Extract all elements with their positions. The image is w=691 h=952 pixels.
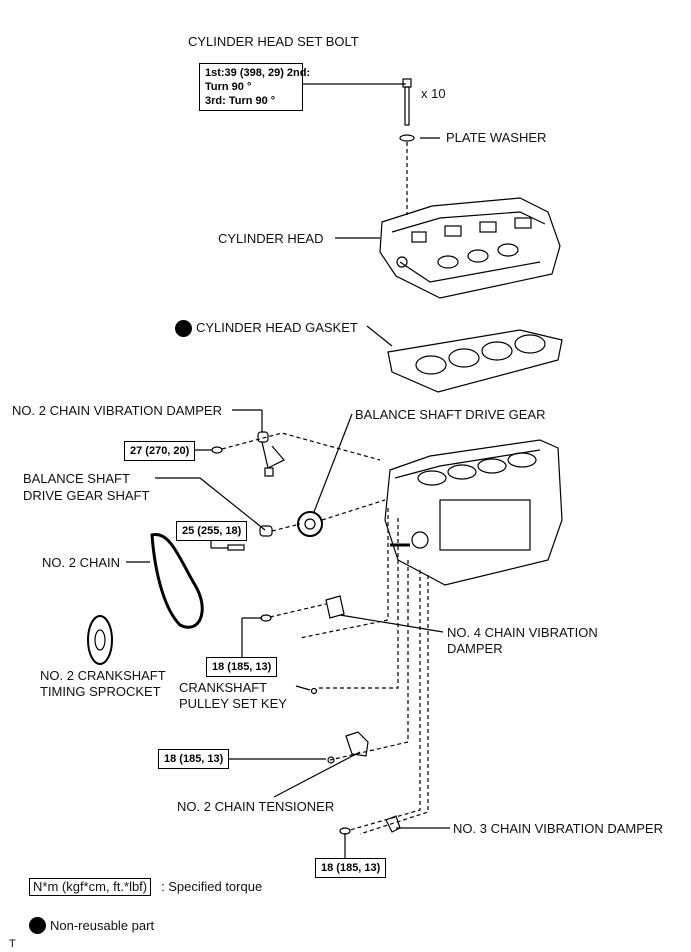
engine-block-part: [384, 439, 563, 586]
head-bolt-torque-line3: 3rd: Turn 90 °: [205, 95, 276, 107]
label-sprocket-line1: NO. 2 CRANKSHAFT: [40, 668, 166, 683]
label-plate-washer: PLATE WASHER: [446, 130, 547, 145]
tensioner-bolt: [327, 756, 335, 764]
legend-torque-unit: N*m (kgf*cm, ft.*lbf): [29, 878, 152, 896]
label-sprocket-line2: TIMING SPROCKET: [40, 684, 161, 699]
label-no4-damper-line2: DAMPER: [447, 641, 503, 656]
cylinder-head-part: [379, 197, 561, 299]
legend-torque-desc: : Specified torque: [161, 879, 263, 894]
legend-nonreusable-icon: [29, 917, 46, 934]
gear-shaft-bolt: [227, 544, 245, 551]
label-no4-damper-line1: NO. 4 CHAIN VIBRATION: [447, 625, 598, 640]
head-bolt-torque-line1: 1st:39 (398, 29) 2nd:: [205, 67, 311, 79]
label-no3-chain-vibration-damper: NO. 3 CHAIN VIBRATION DAMPER: [453, 821, 663, 836]
no4-damper-bolt: [260, 614, 272, 622]
label-cylinder-head: CYLINDER HEAD: [218, 231, 324, 246]
head-bolt-torque-box: 1st:39 (398, 29) 2nd: Turn 90 ° 3rd: Tur…: [199, 63, 311, 111]
label-gear-shaft-line2: DRIVE GEAR SHAFT: [23, 488, 150, 503]
label-no2-chain-tensioner: NO. 2 CHAIN TENSIONER: [177, 799, 335, 814]
no3-damper-torque: 18 (185, 13): [315, 858, 387, 878]
no3-chain-vibration-damper-part: [385, 815, 401, 833]
diagram-title: CYLINDER HEAD SET BOLT: [188, 34, 359, 49]
no4-chain-vibration-damper-part: [325, 595, 345, 619]
crankshaft-pulley-set-key-part: [310, 687, 318, 695]
legend-nonreusable-text: Non-reusable part: [50, 918, 155, 933]
label-pulley-key-line2: PULLEY SET KEY: [179, 696, 287, 711]
label-cylinder-head-gasket: CYLINDER HEAD GASKET: [196, 320, 358, 335]
head-bolt-quantity: x 10: [421, 86, 446, 101]
no2-damper-bolt: [211, 446, 223, 454]
cylinder-head-gasket-part: [387, 329, 563, 393]
no3-damper-bolt: [339, 827, 351, 835]
no2-chain-tensioner-part: [345, 731, 369, 757]
cylinder-head-bolt-part: [402, 78, 412, 126]
no2-crankshaft-timing-sprocket-part: [87, 615, 113, 665]
head-bolt-torque-line2: Turn 90 °: [205, 81, 252, 93]
no2-damper-torque: 27 (270, 20): [124, 441, 196, 461]
label-no2-chain: NO. 2 CHAIN: [42, 555, 121, 570]
label-no2-chain-vibration-damper: NO. 2 CHAIN VIBRATION DAMPER: [12, 403, 222, 418]
corner-mark: T: [9, 938, 16, 950]
no2-chain-vibration-damper-part: [257, 431, 285, 477]
label-pulley-key-line1: CRANKSHAFT: [179, 680, 268, 695]
no4-damper-torque: 18 (185, 13): [206, 657, 278, 677]
gear-shaft-torque: 25 (255, 18): [176, 521, 248, 541]
balance-shaft-drive-gear-part: [297, 511, 323, 537]
no2-chain-part: [150, 533, 204, 629]
label-balance-shaft-drive-gear: BALANCE SHAFT DRIVE GEAR: [355, 407, 546, 422]
label-gear-shaft-line1: BALANCE SHAFT: [23, 471, 130, 486]
tensioner-torque: 18 (185, 13): [158, 749, 230, 769]
nonreusable-marker-icon: [175, 320, 192, 337]
plate-washer-part: [399, 134, 415, 142]
